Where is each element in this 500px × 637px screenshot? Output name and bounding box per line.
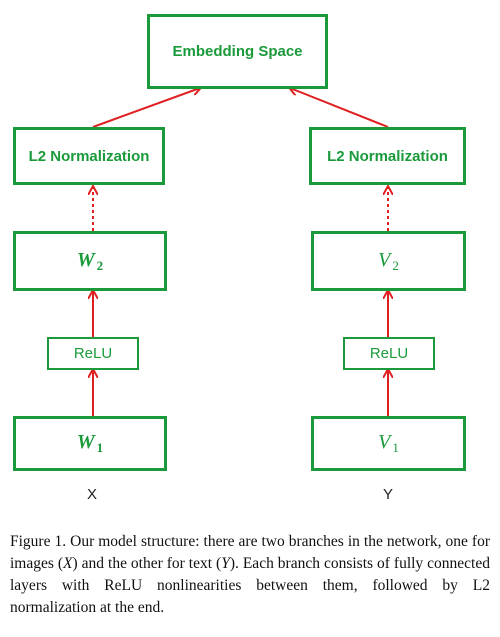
- input-label-y: Y: [382, 486, 393, 503]
- caption-x-symbol: X: [63, 555, 73, 572]
- relu-label-right: ReLU: [369, 345, 409, 362]
- figure-caption: Figure 1. Our model structure: there are…: [10, 531, 490, 619]
- l2-normalization-label-left: L2 Normalization: [28, 147, 150, 165]
- arrows-layer: [0, 0, 500, 416]
- caption-suffix: ). Each branch consists of fully connect…: [10, 555, 490, 616]
- caption-middle: ) and the other for text (: [72, 555, 222, 572]
- v1-subscript: 1: [392, 440, 399, 455]
- arrow-norm-to-embedding-left: [92, 88, 200, 128]
- embedding-space-box: Embedding Space: [147, 14, 328, 89]
- caption-prefix: Figure 1. Our model structure: there are…: [10, 533, 490, 572]
- v1-symbol: V: [378, 431, 391, 453]
- l2-normalization-box-right: L2 Normalization: [309, 127, 466, 185]
- embedding-space-label: Embedding Space: [172, 43, 303, 60]
- relu-box-left: ReLU: [47, 337, 139, 370]
- w1-subscript: 1: [96, 440, 104, 455]
- l2-normalization-box-left: L2 Normalization: [13, 127, 165, 185]
- w1-symbol: W: [76, 431, 95, 453]
- input-label-x: X: [86, 486, 97, 503]
- caption-y-symbol: Y: [221, 555, 230, 572]
- relu-label-left: ReLU: [73, 345, 113, 362]
- w2-subscript: 2: [96, 257, 104, 273]
- l2-normalization-label-right: L2 Normalization: [327, 147, 448, 165]
- arrow-norm-to-embedding-right: [290, 88, 389, 128]
- v2-symbol: V: [378, 248, 391, 271]
- w2-symbol: W: [76, 248, 95, 271]
- relu-box-right: ReLU: [343, 337, 435, 370]
- v2-subscript: 2: [392, 257, 399, 273]
